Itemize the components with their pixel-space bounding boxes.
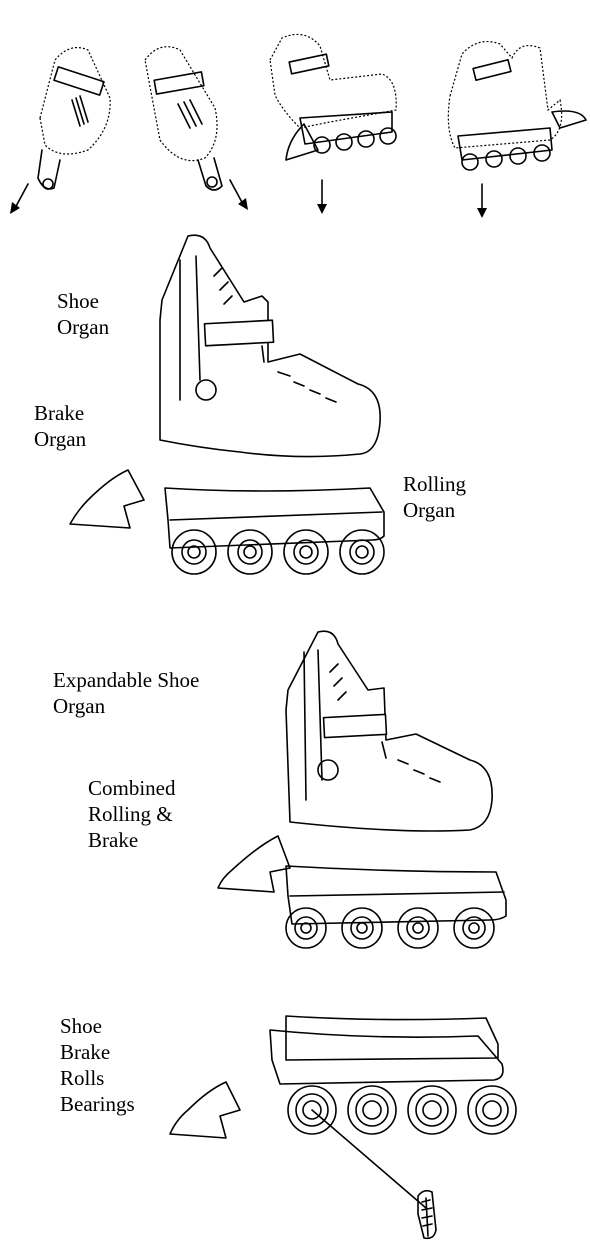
down-arrow-icon-1: [10, 184, 28, 214]
down-arrow-icon-2: [230, 180, 248, 210]
down-arrow-icon-3: [317, 180, 327, 214]
label-parts-list: Shoe Brake Rolls Bearings: [60, 1013, 135, 1117]
shoe-shell-icon: [270, 1016, 503, 1084]
skate-view-icon-side-left: [270, 34, 396, 160]
brake-piece-icon-parts: [170, 1082, 240, 1138]
skate-boot-icon-expandable: [286, 631, 492, 831]
skate-boot-icon-shoe-organ: [160, 235, 380, 456]
down-arrow-icon-4: [477, 184, 487, 218]
skate-view-icon-front-left: [38, 48, 110, 189]
skate-view-icon-front-right: [145, 47, 222, 190]
label-combined-rolling-brake: Combined Rolling & Brake: [88, 775, 176, 853]
label-rolling-organ: Rolling Organ: [403, 471, 466, 523]
label-shoe-organ: Shoe Organ: [57, 288, 109, 340]
label-expandable-shoe-organ: Expandable Shoe Organ: [53, 667, 199, 719]
wheel-icon-parts: [288, 1086, 516, 1134]
rolling-frame-icon: [165, 488, 384, 548]
skate-view-icon-side-right: [448, 42, 586, 170]
label-brake-organ: Brake Organ: [34, 400, 86, 452]
brake-piece-icon: [70, 470, 144, 528]
combined-rolling-brake-icon: [218, 836, 506, 948]
wheel-icon-row1: [172, 530, 384, 574]
